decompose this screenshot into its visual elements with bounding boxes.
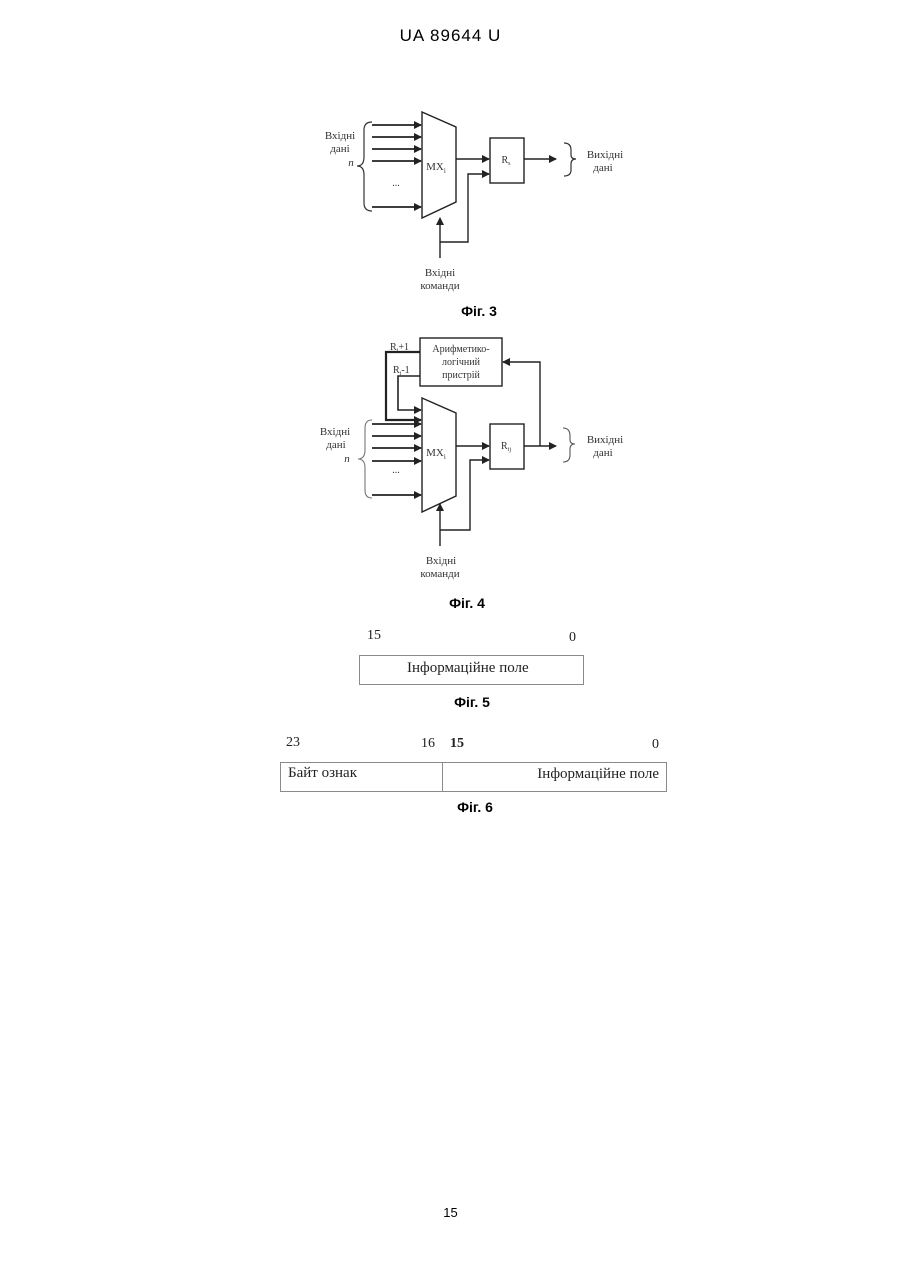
alu-label-line2: логічний	[442, 357, 481, 368]
commands-label-line1: Вхідні	[425, 267, 455, 279]
fig5-info-field: Інформаційне поле	[359, 655, 584, 685]
output-brace	[563, 428, 575, 462]
inputs-label-line1: Вхідні	[320, 426, 350, 438]
fig3-diagram: ... Вхідні дані n MXi Rs Вихідні дані Вх…	[300, 105, 640, 300]
input-brace	[357, 122, 372, 211]
commands-label-line2: команди	[420, 280, 459, 292]
inputs-label-line2: дані	[330, 143, 349, 155]
fig6-bit-23: 23	[286, 735, 300, 751]
outputs-label-line1: Вихідні	[587, 434, 623, 446]
fig6-bit-15: 15	[450, 736, 464, 752]
patent-number: UA 89644 U	[0, 26, 901, 46]
alu-label-line3: пристрій	[442, 370, 480, 381]
mux-label: MXi	[426, 161, 446, 175]
commands-label-line1: Вхідні	[426, 555, 456, 567]
fig5-info-field-label: Інформаційне поле	[407, 660, 529, 677]
fig3-caption: Фіг. 3	[379, 303, 579, 319]
outputs-label-line1: Вихідні	[587, 149, 623, 161]
fig4-diagram: Арифметико- логічний пристрій Ri+1 Ri-1 …	[300, 332, 640, 584]
output-brace	[564, 143, 576, 176]
fig6-info-field-label: Інформаційне поле	[537, 766, 659, 783]
fig6-bit-0: 0	[652, 737, 659, 753]
outputs-label-line2: дані	[593, 447, 612, 459]
inputs-label-n: n	[344, 453, 350, 465]
fig6-info-field: Інформаційне поле	[442, 762, 667, 792]
fig6-flags-field-label: Байт ознак	[288, 765, 357, 782]
page-number: 15	[0, 1205, 901, 1220]
commands-label-line2: команди	[420, 568, 459, 580]
fig5-bit-high: 15	[367, 628, 381, 644]
fig4-caption: Фіг. 4	[367, 595, 567, 611]
fig6-bit-16: 16	[421, 736, 435, 752]
inputs-label-line1: Вхідні	[325, 130, 355, 142]
input-dots: ...	[392, 178, 400, 189]
fig6-flags-field: Байт ознак	[280, 762, 443, 792]
fig5-bit-low: 0	[569, 630, 576, 646]
alu-label-line1: Арифметико-	[432, 344, 489, 355]
fig5-caption: Фіг. 5	[372, 694, 572, 710]
inputs-label-n: n	[348, 157, 354, 169]
fig6-caption: Фіг. 6	[375, 799, 575, 815]
mux-label: MXi	[426, 447, 446, 461]
input-dots: ...	[392, 465, 400, 476]
inputs-label-line2: дані	[326, 439, 345, 451]
input-brace	[358, 420, 372, 498]
outputs-label-line2: дані	[593, 162, 612, 174]
